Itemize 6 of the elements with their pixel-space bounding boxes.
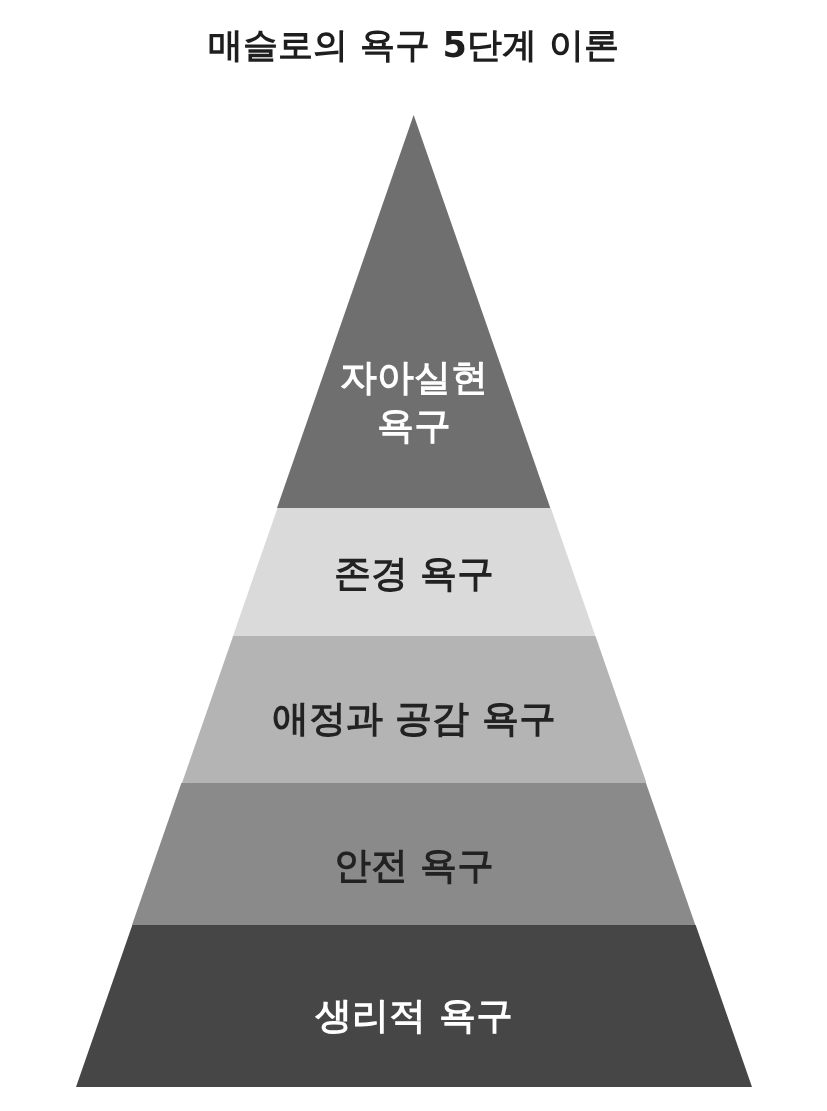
tier-label: 자아실현 욕구 <box>339 354 489 449</box>
diagram-title: 매슬로의 욕구 5단계 이론 <box>207 24 620 67</box>
tier-label: 애정과 공감 욕구 <box>271 695 557 742</box>
tier-label: 생리적 욕구 <box>315 992 513 1039</box>
tier-label: 안전 욕구 <box>333 842 495 889</box>
tier-label: 존경 욕구 <box>333 550 495 597</box>
